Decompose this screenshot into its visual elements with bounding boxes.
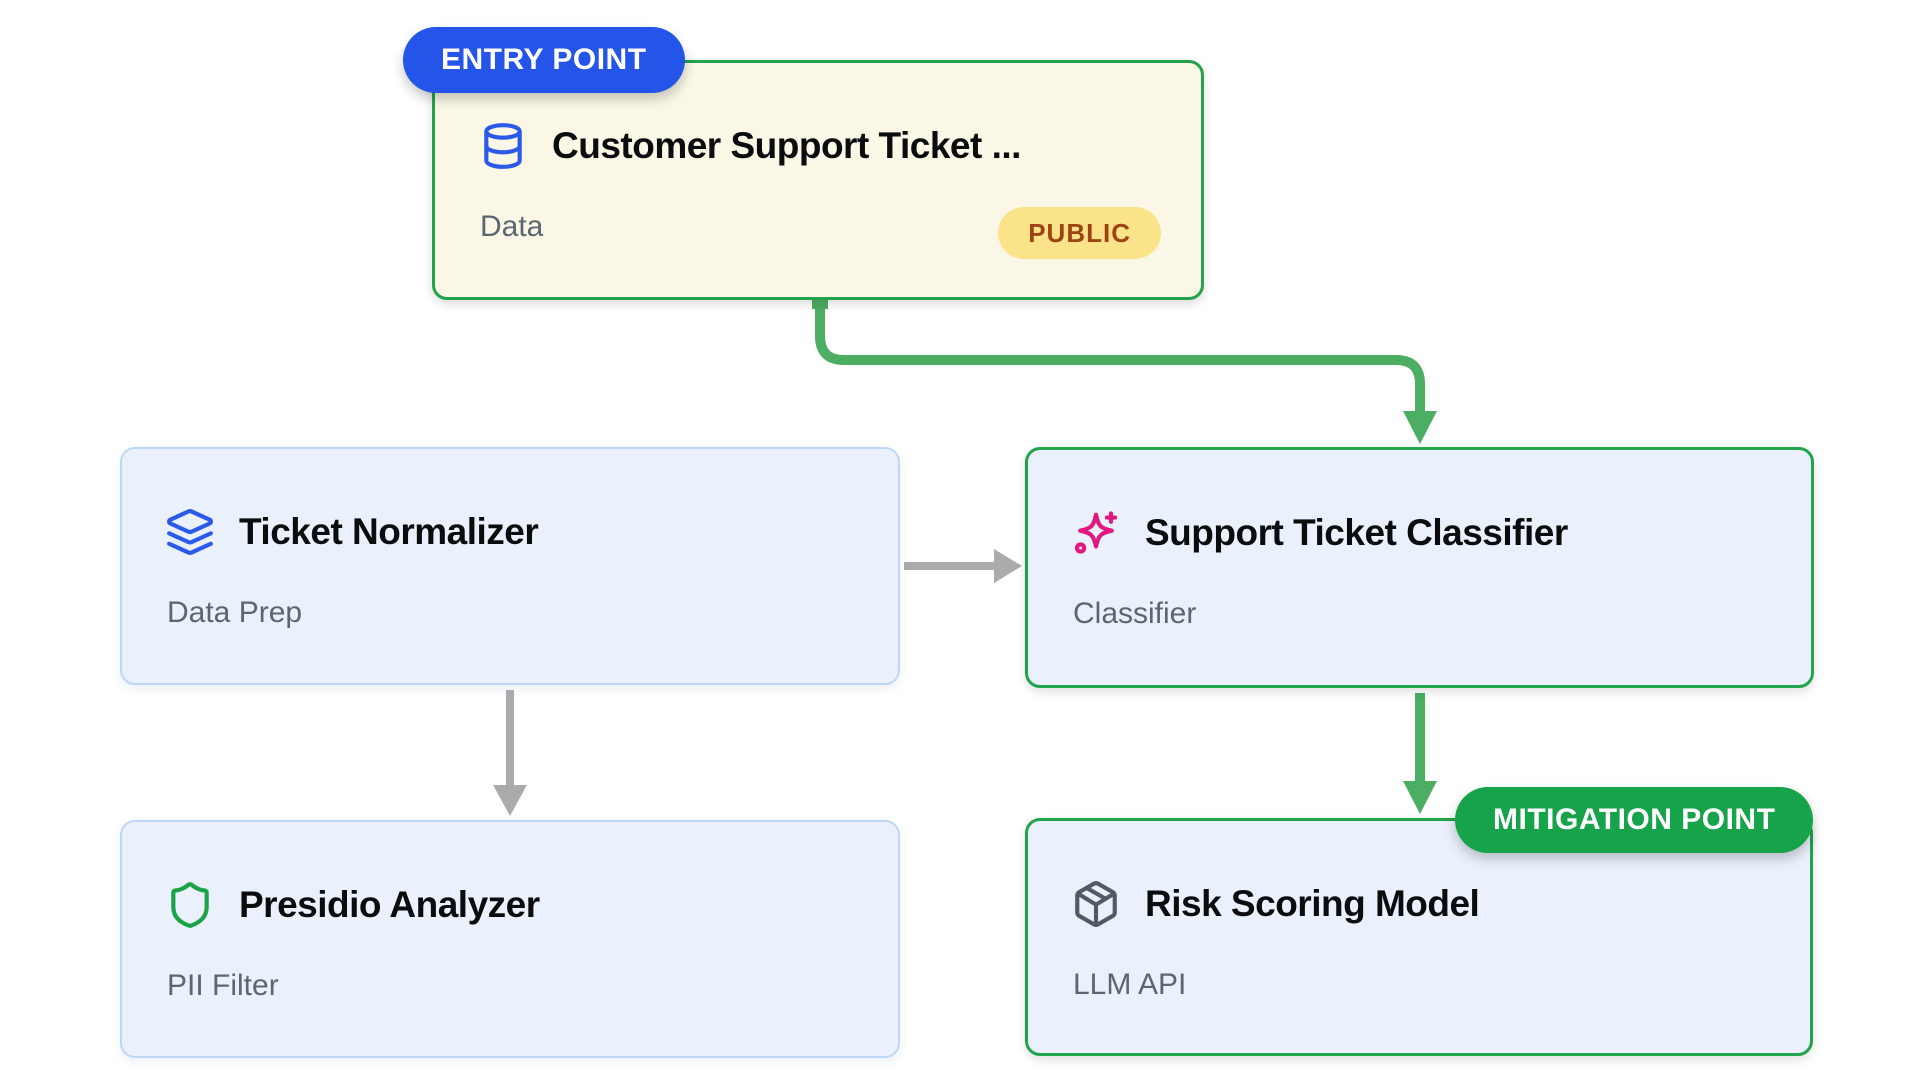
node-subtitle: Classifier (1073, 597, 1197, 630)
node-title: Presidio Analyzer (239, 884, 540, 925)
node-header: Customer Support Ticket ... (478, 121, 1021, 171)
edge-classifier-to-risk (1403, 693, 1437, 814)
node-title: Customer Support Ticket ... (552, 125, 1021, 166)
database-icon (484, 123, 522, 169)
edge-normalizer-to-classifier (904, 549, 1022, 583)
node-subtitle: LLM API (1073, 968, 1187, 1001)
node-subtitle: Data (480, 210, 544, 243)
node-title: Support Ticket Classifier (1145, 512, 1568, 553)
node-subtitle: Data Prep (167, 596, 303, 629)
edge-normalizer-to-presidio (493, 690, 527, 816)
package-icon (1075, 881, 1117, 927)
node-customer-support-ticket[interactable]: Customer Support Ticket ... Data PUBLIC (432, 60, 1204, 300)
layers-icon (167, 509, 213, 555)
node-header: Risk Scoring Model (1071, 879, 1480, 929)
node-title: Ticket Normalizer (239, 511, 539, 552)
sparkles-icon (1074, 511, 1118, 554)
node-subtitle: PII Filter (167, 969, 279, 1002)
edge-source-to-classifier (812, 297, 1437, 444)
node-presidio-analyzer[interactable]: Presidio Analyzer PII Filter (120, 820, 900, 1058)
node-header: Presidio Analyzer (165, 880, 540, 930)
node-header: Support Ticket Classifier (1071, 508, 1568, 558)
node-support-ticket-classifier[interactable]: Support Ticket Classifier Classifier (1025, 447, 1814, 688)
node-ticket-normalizer[interactable]: Ticket Normalizer Data Prep (120, 447, 900, 685)
node-header: Ticket Normalizer (165, 507, 539, 557)
entry-point-badge: ENTRY POINT (403, 27, 685, 93)
public-tag: PUBLIC (998, 207, 1161, 259)
shield-icon (171, 882, 209, 928)
node-title: Risk Scoring Model (1145, 883, 1480, 924)
mitigation-point-badge: MITIGATION POINT (1455, 787, 1814, 853)
node-risk-scoring-model[interactable]: Risk Scoring Model LLM API (1025, 818, 1813, 1056)
